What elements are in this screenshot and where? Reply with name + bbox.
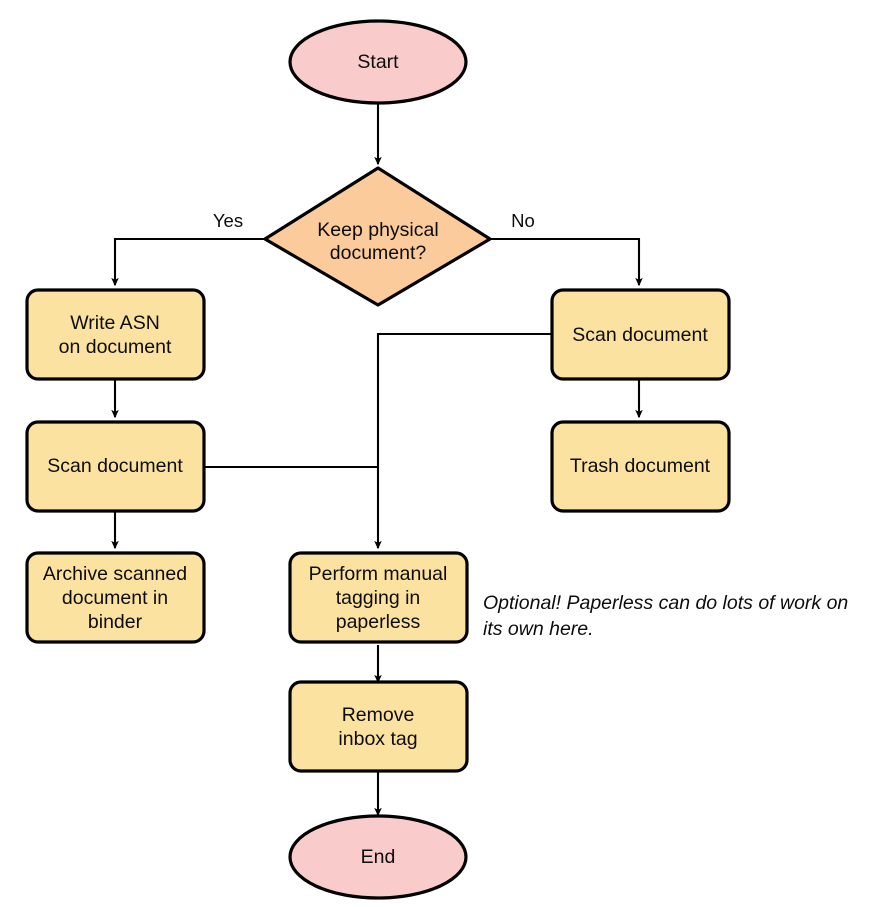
start-ellipse [288,19,468,105]
archive-binder-label-line2: document in [62,587,168,609]
trash-document-label: Trash document [570,455,711,477]
tagging-label-line2: tagging in [336,587,421,609]
archive-binder-label-line3: binder [88,611,143,633]
scan-document-right-box [550,288,731,381]
decision-label-line1: Keep physical [317,219,438,241]
node-scan-document-right[interactable]: Scan document [550,288,731,381]
decision-diamond [263,166,492,307]
remove-inbox-tag-box [288,680,469,773]
decision-label-line2: document? [330,242,427,264]
node-write-asn[interactable]: Write ASN on document [25,288,206,381]
optional-note-line1: Optional! Paperless can do lots of work … [483,592,848,614]
scan-document-left-box [25,420,206,513]
write-asn-label-line2: on document [59,336,172,358]
end-label: End [361,846,396,868]
optional-note: Optional! Paperless can do lots of work … [483,592,848,640]
tagging-label-line3: paperless [336,611,421,633]
edge-label-no: No [511,210,535,231]
write-asn-box [25,288,206,381]
end-ellipse [288,814,468,900]
edge-label-yes: Yes [213,210,243,231]
tagging-label-line1: Perform manual [309,563,448,585]
node-scan-document-left[interactable]: Scan document [25,420,206,513]
node-perform-manual-tagging[interactable]: Perform manual tagging in paperless [288,551,469,644]
edge-decision-no-to-scan-right [490,237,643,287]
edge-scan-right-to-tagging [374,332,552,550]
archive-binder-label-line1: Archive scanned [43,563,187,585]
node-remove-inbox-tag[interactable]: Remove inbox tag [288,680,469,773]
scan-document-left-label: Scan document [47,455,183,477]
node-start[interactable]: Start [288,19,468,105]
node-trash-document[interactable]: Trash document [550,420,731,513]
node-archive-binder[interactable]: Archive scanned document in binder [25,551,206,644]
optional-note-line2: its own here. [483,618,594,640]
node-end[interactable]: End [288,814,468,900]
remove-inbox-label-line2: inbox tag [338,728,417,750]
scan-document-right-label: Scan document [572,324,708,346]
perform-manual-tagging-box [288,551,469,644]
edge-decision-yes-to-write-asn [111,237,265,287]
archive-binder-box [25,551,206,644]
write-asn-label-line1: Write ASN [70,312,160,334]
node-keep-physical-document[interactable]: Keep physical document? [263,166,492,307]
trash-document-box [550,420,731,513]
remove-inbox-label-line1: Remove [342,704,415,726]
start-label: Start [357,51,399,73]
